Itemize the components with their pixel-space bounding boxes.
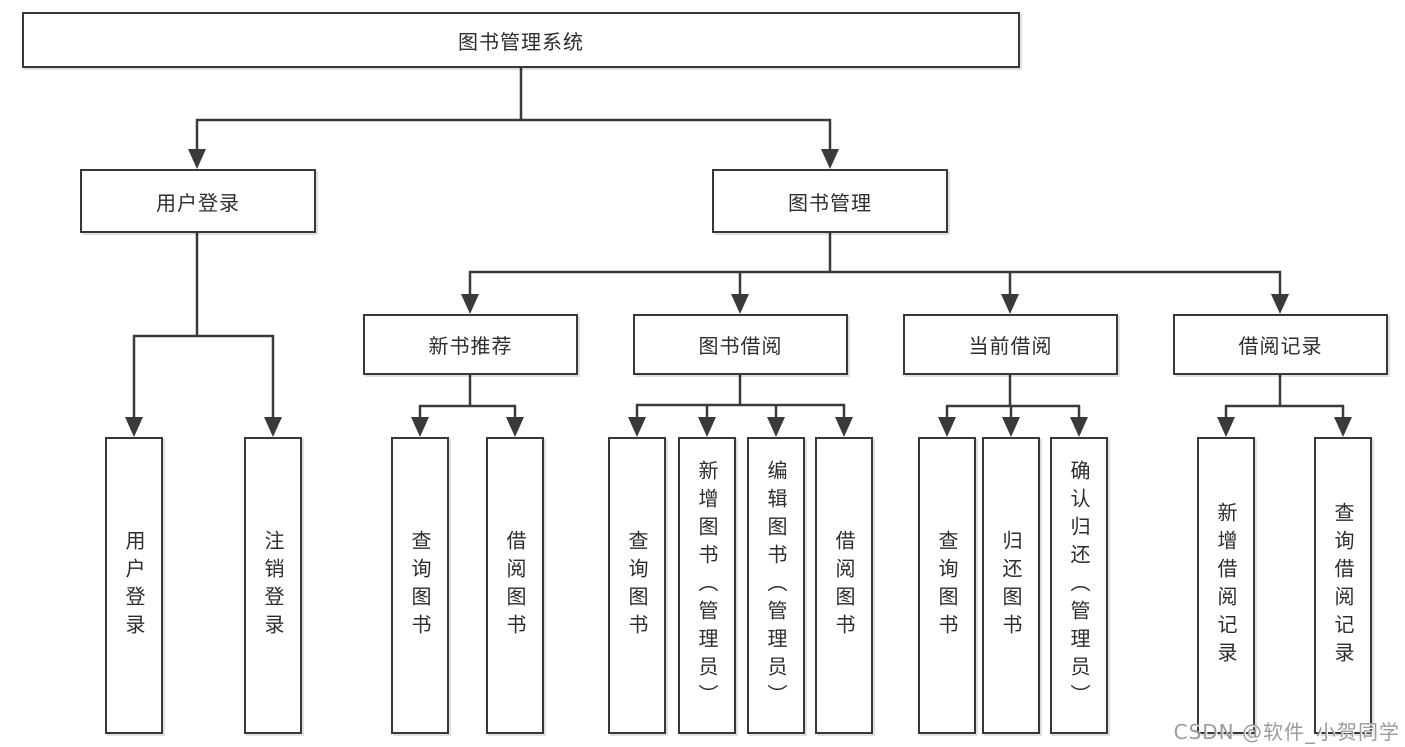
leaf-label: 新增借阅记录: [1214, 501, 1238, 670]
arrow-down-icon: [938, 417, 956, 437]
arrow-down-icon: [264, 417, 282, 437]
connector-newbooks-to-leaves: [418, 375, 517, 420]
leaf-return-books: 归还图书: [982, 437, 1040, 734]
leaf-label: 查询图书: [625, 529, 649, 642]
leaf-label: 查询借阅记录: [1331, 501, 1355, 670]
arrow-down-icon: [1070, 417, 1088, 437]
leaf-borrow-books-recommend: 借阅图书: [486, 437, 544, 734]
leaf-label: 查询图书: [935, 529, 959, 642]
leaf-confirm-return-admin: 确认归还（管理员）: [1050, 437, 1108, 734]
leaf-query-books-borrow: 查询图书: [608, 437, 666, 734]
node-user-login: 用户登录: [80, 169, 316, 233]
leaf-label: 归还图书: [999, 529, 1023, 642]
connector-root-to-level2: [195, 68, 832, 152]
node-current-borrowing: 当前借阅: [903, 314, 1118, 375]
arrow-down-icon: [1001, 294, 1019, 314]
connector-records-to-leaves: [1224, 375, 1345, 420]
arrow-down-icon: [767, 417, 785, 437]
arrow-down-icon: [1217, 417, 1235, 437]
arrow-down-icon: [1334, 417, 1352, 437]
connector-current-to-leaves: [945, 375, 1081, 420]
leaf-query-books-recommend: 查询图书: [391, 437, 449, 734]
node-book-management: 图书管理: [712, 169, 948, 233]
leaf-add-borrow-record: 新增借阅记录: [1197, 437, 1255, 734]
leaf-user-login: 用户登录: [105, 437, 163, 734]
leaf-label: 借阅图书: [503, 529, 527, 642]
leaf-label: 确认归还（管理员）: [1067, 459, 1091, 712]
leaf-query-borrow-record: 查询借阅记录: [1314, 437, 1372, 734]
arrow-down-icon: [506, 417, 524, 437]
arrowheads: [125, 149, 1352, 437]
arrow-down-icon: [821, 149, 839, 169]
leaf-query-books-current: 查询图书: [918, 437, 976, 734]
connector-userlogin-to-leaves: [132, 233, 275, 420]
csdn-watermark: CSDN @软件_小贺同学: [1173, 720, 1400, 744]
arrow-down-icon: [188, 149, 206, 169]
leaf-label: 借阅图书: [832, 529, 856, 642]
arrow-down-icon: [411, 417, 429, 437]
arrow-down-icon: [698, 417, 716, 437]
leaf-label: 新增图书（管理员）: [695, 459, 719, 712]
leaf-edit-books-admin: 编辑图书（管理员）: [747, 437, 805, 734]
arrow-down-icon: [1002, 417, 1020, 437]
node-book-borrowing: 图书借阅: [633, 314, 848, 375]
leaf-logout: 注销登录: [244, 437, 302, 734]
node-system-root: 图书管理系统: [22, 12, 1020, 68]
node-new-book-recommendation: 新书推荐: [363, 314, 578, 375]
leaf-add-books-admin: 新增图书（管理员）: [678, 437, 736, 734]
arrow-down-icon: [731, 294, 749, 314]
leaf-label: 用户登录: [122, 529, 146, 642]
leaf-borrow-books: 借阅图书: [815, 437, 873, 734]
arrow-down-icon: [125, 417, 143, 437]
arrow-down-icon: [835, 417, 853, 437]
connector-bookmgmt-to-level3: [468, 233, 1282, 297]
leaf-label: 查询图书: [408, 529, 432, 642]
leaf-label: 注销登录: [261, 529, 285, 642]
arrow-down-icon: [628, 417, 646, 437]
leaf-label: 编辑图书（管理员）: [764, 459, 788, 712]
connector-borrowing-to-leaves: [635, 375, 846, 420]
node-borrowing-records: 借阅记录: [1173, 314, 1388, 375]
arrow-down-icon: [461, 294, 479, 314]
arrow-down-icon: [1271, 294, 1289, 314]
